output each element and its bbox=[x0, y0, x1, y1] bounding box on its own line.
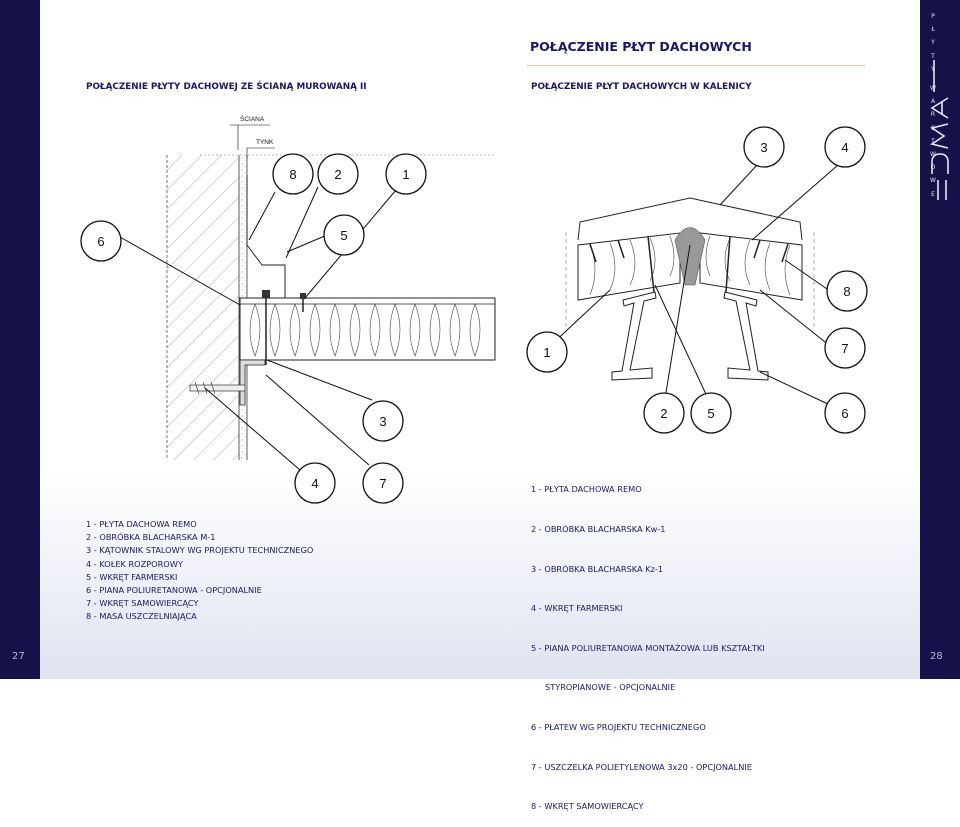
callout-1: 1 bbox=[543, 345, 550, 360]
legend-item: 2 - OBRÓBKA BLACHARSKA Kw-1 bbox=[531, 524, 666, 535]
callout-7: 7 bbox=[379, 476, 386, 491]
callout-7: 7 bbox=[841, 341, 848, 356]
callout-5: 5 bbox=[707, 406, 714, 421]
right-page-header: POŁĄCZENIE PŁYT DACHOWYCH bbox=[530, 39, 752, 54]
legend-item: 1 - PŁYTA DACHOWA REMO bbox=[86, 519, 197, 529]
legend-item: 5 - WKRĘT FARMERSKI bbox=[86, 571, 178, 582]
callout-3: 3 bbox=[760, 140, 767, 155]
legend-item: 6 - PŁATEW WG PROJEKTU TECHNICZNEGO bbox=[531, 722, 706, 733]
right-section-title: POŁĄCZENIE PŁYT DACHOWYCH W KALENICY bbox=[531, 82, 752, 92]
legend-item: 7 - USZCZELKA POLIETYLENOWA 3x20 - OPCJO… bbox=[531, 761, 752, 772]
label-wall: ŚCIANA bbox=[240, 114, 265, 123]
legend-item: 7 - WKRĘT SAMOWIERCĄCY bbox=[86, 598, 199, 609]
label-plaster: TYNK bbox=[256, 139, 274, 146]
callout-8: 8 bbox=[843, 284, 850, 299]
left-section-title: POŁĄCZENIE PŁYTY DACHOWEJ ZE ŚCIANĄ MURO… bbox=[86, 82, 367, 92]
legend-item: 4 - KOŁEK ROZPOROWY bbox=[86, 558, 183, 569]
legend-item: 2 - OBRÓBKA BLACHARSKA M-1 bbox=[86, 532, 216, 543]
right-page-number: 28 bbox=[930, 651, 943, 662]
legend-item: 8 - MASA USZCZELNIAJĄCA bbox=[86, 611, 197, 622]
legend-item: STYROPIANOWE - OPCJONALNIE bbox=[545, 682, 676, 693]
left-page-number: 27 bbox=[12, 651, 25, 662]
ridge-connection-drawing: 3 4 8 1 7 2 5 6 bbox=[526, 126, 868, 434]
callout-4: 4 bbox=[841, 140, 848, 155]
callout-8: 8 bbox=[289, 167, 296, 182]
callout-6: 6 bbox=[97, 234, 104, 249]
callout-2: 2 bbox=[334, 167, 341, 182]
legend-item: 3 - OBRÓBKA BLACHARSKA Kz-1 bbox=[531, 563, 664, 574]
legend-item: 5 - PIANA POLIURETANOWA MONTAŻOWA LUB KS… bbox=[531, 642, 765, 653]
legend-item: 8 - WKRĘT SAMOWIERCĄCY bbox=[531, 801, 644, 812]
background-gradient bbox=[40, 470, 920, 679]
callout-4: 4 bbox=[311, 476, 318, 491]
callout-3: 3 bbox=[379, 414, 386, 429]
left-page-band bbox=[0, 0, 40, 679]
legend-item: 4 - WKRĘT FARMERSKI bbox=[531, 603, 623, 614]
brand-logo bbox=[930, 60, 949, 200]
wall-connection-drawing: ŚCIANA TYNK 8 2 1 6 5 3 4 7 bbox=[80, 114, 496, 504]
legend-item: 6 - PIANA POLIURETANOWA - OPCJONALNIE bbox=[86, 585, 262, 596]
header-rule bbox=[527, 65, 865, 66]
right-legend: 1 - PŁYTA DACHOWA REMO 2 - OBRÓBKA BLACH… bbox=[531, 457, 765, 827]
callout-2: 2 bbox=[660, 406, 667, 421]
left-legend: 1 - PŁYTA DACHOWA REMO 2 - OBRÓBKA BLACH… bbox=[86, 518, 313, 624]
callout-6: 6 bbox=[841, 406, 848, 421]
legend-item: 1 - PŁYTA DACHOWA REMO bbox=[531, 484, 642, 495]
callout-5: 5 bbox=[340, 228, 347, 243]
callout-1: 1 bbox=[402, 167, 409, 182]
legend-item: 3 - KĄTOWNIK STALOWY WG PROJEKTU TECHNIC… bbox=[86, 545, 314, 556]
